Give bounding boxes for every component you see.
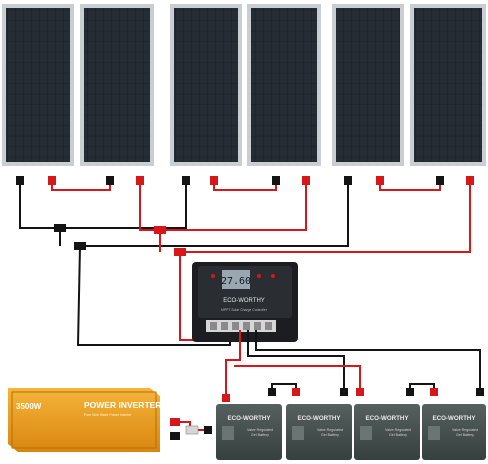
inverter-cable [170,418,212,440]
status-led [271,274,275,278]
inverter-title: POWER INVERTER [84,400,161,410]
mc4-connectors [16,176,474,256]
battery-brand: ECO-WORTHY [298,415,342,422]
solar-panel [247,4,321,166]
solar-panel [170,4,242,166]
battery-bank: ECO-WORTHY Valve Regulated Gel Battery E… [216,404,486,460]
controller-model: MPPT Solar Charge Controller [221,308,268,312]
power-inverter: 3500W POWER INVERTER Pure Sine Wave Powe… [8,388,161,452]
gel-battery: ECO-WORTHY Valve Regulated Gel Battery [422,404,486,460]
status-led [257,274,261,278]
gel-battery: ECO-WORTHY Valve Regulated Gel Battery [286,404,352,460]
battery-type-line2: Gel Battery [251,433,269,437]
gel-battery: ECO-WORTHY Valve Regulated Gel Battery [354,404,420,460]
battery-wiring [222,330,484,402]
gel-battery: ECO-WORTHY Valve Regulated Gel Battery [216,404,282,460]
battery-brand: ECO-WORTHY [228,415,272,422]
battery-type-line2: Gel Battery [456,433,474,437]
charge-controller: 27.60 ECO-WORTHY MPPT Solar Charge Contr… [192,262,298,342]
lcd-reading: 27.60 [221,276,251,287]
solar-panel [80,4,154,166]
battery-type-line1: Valve Regulated [385,428,411,432]
lcd-screen [222,270,250,289]
battery-type-line1: Valve Regulated [452,428,478,432]
battery-brand: ECO-WORTHY [433,415,477,422]
battery-type-line1: Valve Regulated [247,428,273,432]
solar-panel-array [2,4,486,166]
solar-panel [2,4,74,166]
controller-brand: ECO-WORTHY [223,298,265,304]
battery-type-line1: Valve Regulated [317,428,343,432]
battery-type-line2: Gel Battery [321,433,339,437]
fuse-holder [185,425,199,435]
battery-type-line2: Gel Battery [389,433,407,437]
battery-brand: ECO-WORTHY [366,415,410,422]
solar-panel [410,4,486,166]
solar-panel [332,4,404,166]
status-led [211,274,215,278]
inverter-subtitle: Pure Sine Wave Power Inverter [84,413,132,417]
inverter-wattage: 3500W [16,402,42,411]
